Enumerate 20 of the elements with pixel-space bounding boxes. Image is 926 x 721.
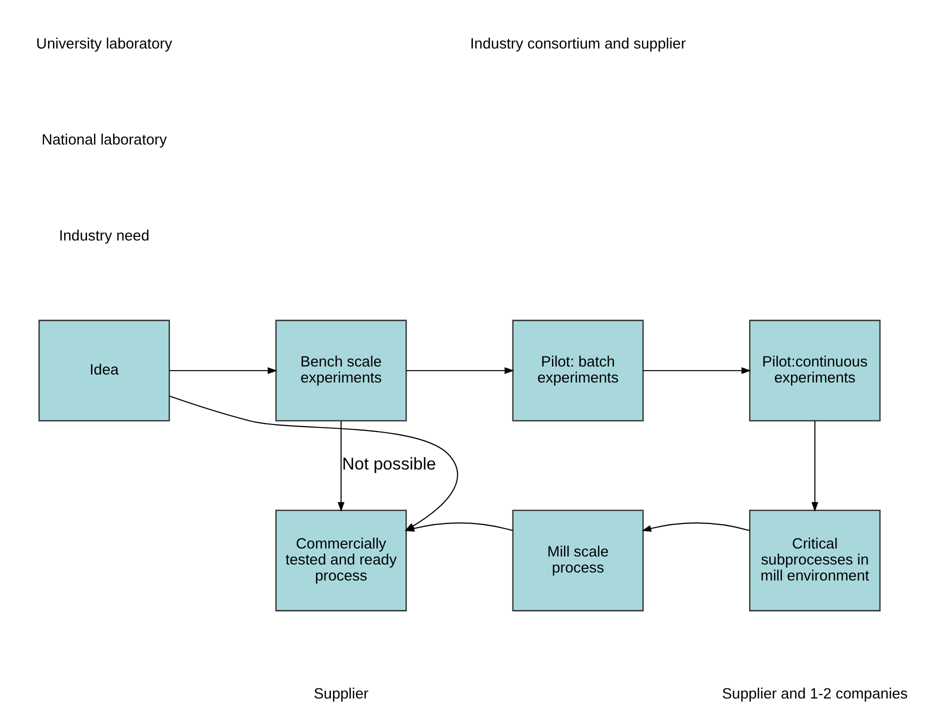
arrow xyxy=(338,420,344,512)
arrow xyxy=(642,522,750,532)
label: Industry consortium and supplier xyxy=(470,35,686,52)
node-box: Mill scale process xyxy=(512,509,644,611)
label: University laboratory xyxy=(36,35,172,52)
node-box: Commercially tested and ready process xyxy=(275,509,407,611)
edge-label: Not possible xyxy=(342,454,436,474)
arrow xyxy=(406,366,514,374)
arrow xyxy=(812,420,818,512)
label: Supplier and 1-2 companies xyxy=(722,684,908,702)
node-box: Pilot: batch experiments xyxy=(512,319,644,421)
label: Industry need xyxy=(58,227,150,244)
arrow xyxy=(169,366,278,374)
node-box: Critical subprocesses in mill environment xyxy=(749,509,881,611)
label: National laboratory xyxy=(42,131,167,148)
node-box: Idea xyxy=(38,319,170,421)
node-box: Pilot:continuous experiments xyxy=(749,319,881,421)
label: Supplier xyxy=(314,684,368,702)
arrow xyxy=(643,366,752,374)
node-box: Bench scale experiments xyxy=(275,319,407,421)
